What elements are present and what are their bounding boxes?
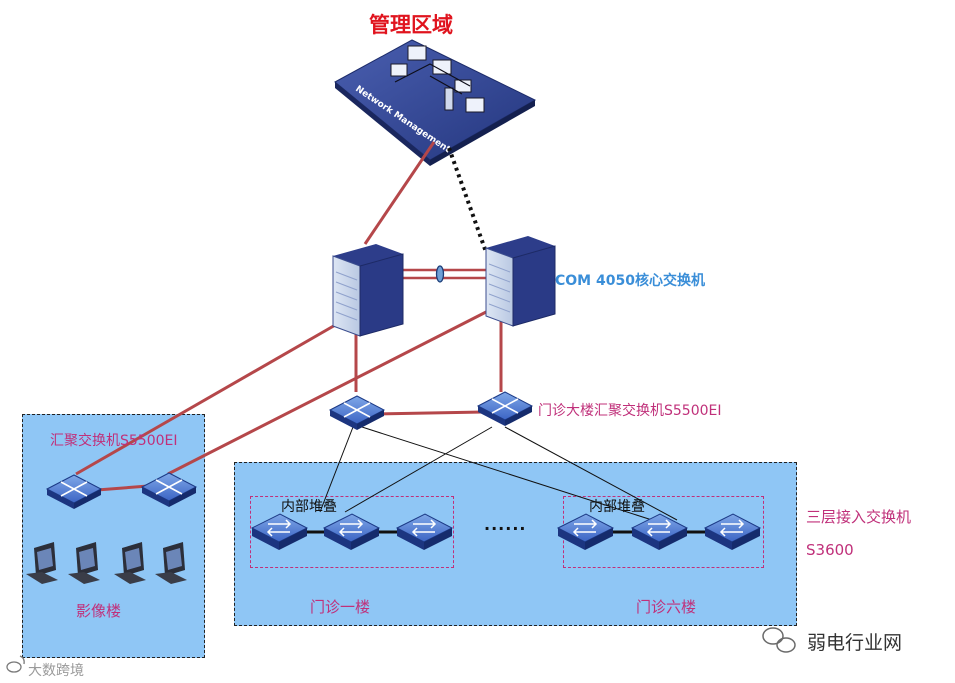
access-label-line2: S3600	[806, 541, 854, 559]
core-switch-2	[485, 236, 556, 327]
source-watermark: 弱电行业网	[807, 632, 903, 654]
link-agg1-floor1	[319, 426, 354, 513]
floor6-switch-2	[630, 513, 689, 550]
management-workstations	[390, 45, 485, 113]
imaging-agg-switch-2	[140, 472, 198, 507]
management-zone-title: 管理区域	[369, 13, 453, 37]
imaging-building-label: 影像楼	[76, 602, 122, 620]
link-core2-imaging	[167, 308, 491, 476]
link-agg-agg	[371, 410, 485, 416]
link-agg2-floor1	[344, 426, 493, 513]
floor6-switch-1	[556, 513, 615, 550]
link-agg1-floor6	[361, 426, 653, 521]
floor6-stack-label: 内部堆叠	[589, 499, 645, 515]
floor1-label: 门诊一楼	[310, 598, 371, 616]
workstation-4	[155, 542, 187, 584]
floor1-access-switches	[250, 513, 454, 550]
core-switch-1	[332, 244, 404, 337]
outpatient-access-zone	[234, 462, 797, 626]
link-imaging-agg-agg	[96, 484, 149, 492]
link-agg2-floor6	[504, 426, 678, 521]
imaging-building-zone	[22, 414, 205, 658]
workstation-1	[26, 542, 58, 584]
floor1-switch-3	[395, 513, 454, 550]
weibo-icon	[6, 655, 25, 673]
access-ellipsis: ......	[484, 515, 527, 534]
outpatient-agg-label: 门诊大楼汇聚交换机S5500EI	[538, 403, 722, 419]
imaging-agg-label: 汇聚交换机S5500EI	[50, 433, 178, 449]
link-mgmt-core1	[363, 141, 436, 245]
floor1-stack-box	[250, 496, 454, 568]
floor1-switch-1	[250, 513, 309, 550]
network-management-platform: Network Management	[334, 39, 537, 166]
corner-watermark: 大数跨境	[28, 663, 84, 679]
access-label-line1: 三层接入交换机	[806, 508, 912, 526]
imaging-workstations	[26, 542, 187, 584]
imaging-agg-switch-1	[45, 474, 103, 509]
floor6-label: 门诊六楼	[636, 598, 697, 616]
link-core1-imaging	[75, 318, 345, 476]
core-switch-label: COM 4050核心交换机	[555, 273, 705, 289]
link-aggregation-ring	[435, 265, 445, 283]
links	[75, 141, 735, 534]
outpatient-agg-switch-2	[476, 391, 534, 426]
floor6-access-switches	[556, 513, 762, 550]
outpatient-agg-switch-1	[328, 395, 386, 430]
floor1-switch-2	[322, 513, 381, 550]
link-mgmt-core2-dotted	[447, 147, 488, 253]
wechat-icon	[762, 627, 796, 653]
floor6-switch-3	[703, 513, 762, 550]
workstation-2	[68, 542, 100, 584]
workstation-3	[114, 542, 146, 584]
floor1-stack-label: 内部堆叠	[281, 499, 337, 515]
